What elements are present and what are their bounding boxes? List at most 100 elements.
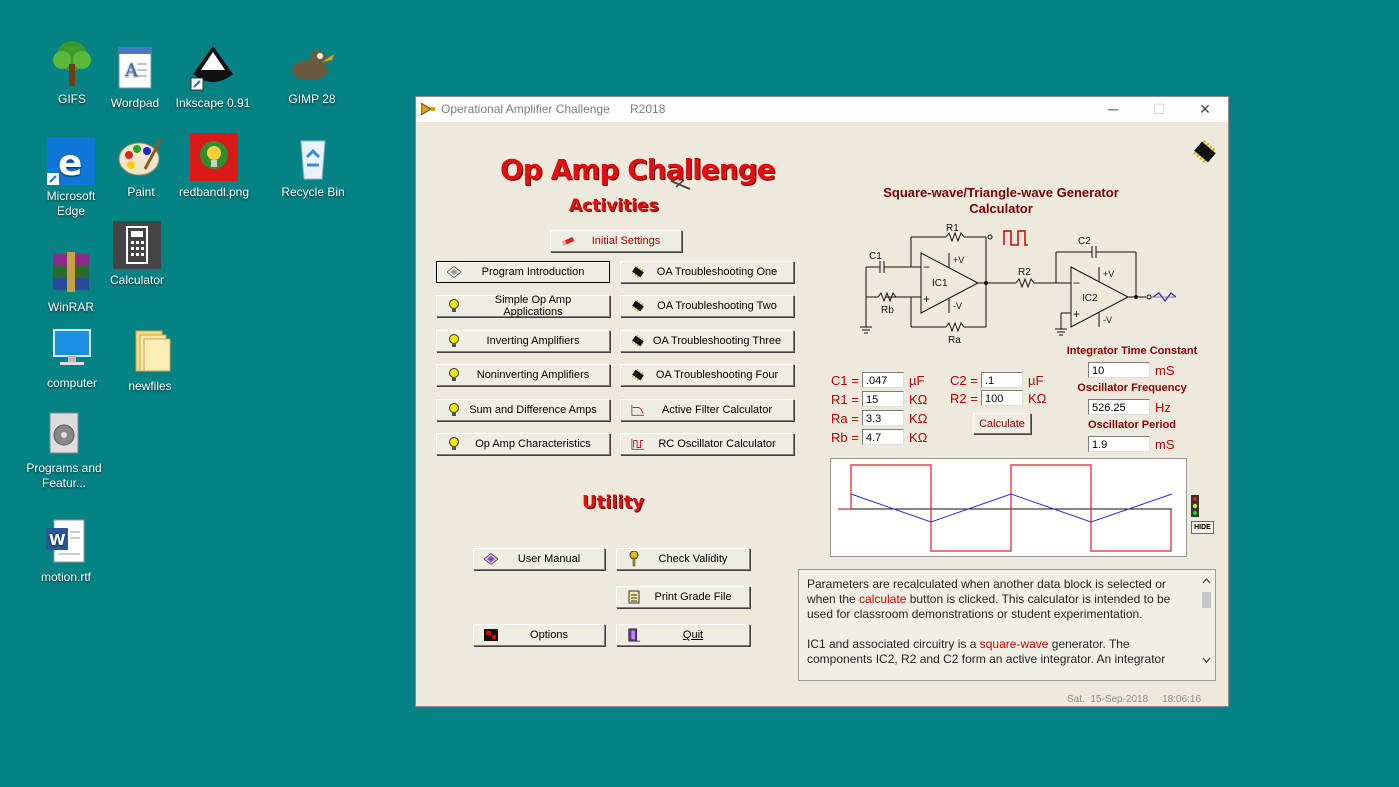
c1-input[interactable]: .047	[862, 372, 904, 388]
schematic-label-rb: Rb	[881, 305, 894, 316]
desktop-icon-winrar[interactable]: WinRAR	[33, 248, 109, 315]
desktop-icon-newfiles[interactable]: newfiles	[112, 327, 188, 394]
simple-op-amp-applications-button[interactable]: Simple Op Amp Applications	[436, 294, 610, 318]
desktop-icon-label: GIMP 28	[288, 92, 336, 106]
op-amp-characteristics-button[interactable]: Op Amp Characteristics	[436, 433, 610, 455]
desktop-icon-programs-features[interactable]: Programs and Featur...	[26, 409, 102, 491]
desktop-icon-wordpad[interactable]: A Wordpad	[97, 44, 173, 111]
desktop-icon-calculator[interactable]: Calculator	[99, 221, 175, 288]
description-scrollbar[interactable]	[1198, 570, 1215, 680]
desktop-icon-label: Recycle Bin	[281, 185, 345, 199]
rc-oscillator-calculator-button[interactable]: RC Oscillator Calculator	[620, 433, 794, 455]
integrator-time-constant-label: Integrator Time Constant	[1066, 345, 1198, 357]
scroll-thumb[interactable]	[1202, 592, 1211, 608]
maximize-icon: ☐	[1152, 101, 1166, 117]
desktop-icon-paint[interactable]: Paint	[103, 133, 179, 200]
active-filter-calculator-button[interactable]: Active Filter Calculator	[620, 399, 794, 421]
waveform-display	[830, 458, 1187, 557]
desktop-icon-redbandl[interactable]: redbandl.png	[176, 133, 252, 200]
r1-input[interactable]: 15	[862, 391, 904, 407]
chip-icon	[631, 368, 645, 382]
inverting-amplifiers-button[interactable]: Inverting Amplifiers	[436, 330, 610, 352]
oa-troubleshooting-two-button[interactable]: OA Troubleshooting Two	[620, 295, 794, 317]
c2-label: C2 =	[950, 373, 978, 388]
desktop-icon-recycle-bin[interactable]: Recycle Bin	[275, 133, 351, 200]
bulb-icon	[447, 368, 461, 382]
sum-and-difference-amps-button[interactable]: Sum and Difference Amps	[436, 399, 610, 421]
chip-icon	[631, 334, 645, 348]
chip-icon	[631, 299, 645, 313]
app-heading: Op Amp Challenge	[500, 153, 776, 186]
rb-unit: KΩ	[909, 430, 928, 445]
minimize-button[interactable]: ─	[1090, 97, 1136, 122]
close-button[interactable]: ✕	[1182, 97, 1228, 122]
r1-label: R1 =	[831, 392, 859, 407]
circuit-schematic: R1 C1 Rb Ra R2 C2 IC1 IC2 +V -V +V -V − …	[860, 223, 1176, 346]
program-introduction-button[interactable]: Program Introduction	[436, 261, 610, 283]
bulb-icon	[447, 437, 461, 451]
schematic-label-r2: R2	[1018, 267, 1031, 278]
description-textbox[interactable]: Parameters are recalculated when another…	[798, 569, 1216, 681]
activities-heading: Activities	[569, 196, 659, 216]
programs-features-icon	[40, 409, 88, 457]
bulb-icon	[447, 299, 461, 313]
ra-input[interactable]: 3.3	[862, 410, 904, 426]
bulb-icon	[447, 403, 461, 417]
calculator-title: Square-wave/Triangle-wave Generator Calc…	[883, 185, 1119, 216]
door-exit-icon	[627, 628, 641, 642]
edge-icon: e	[47, 137, 95, 185]
desktop-icon-gifs[interactable]: GIFS	[34, 40, 110, 107]
calculator-icon	[113, 221, 161, 269]
schematic-label-ic1: IC1	[932, 278, 948, 289]
desktop-icon-computer[interactable]: computer	[34, 324, 110, 391]
hide-button[interactable]: HIDE	[1191, 521, 1214, 534]
options-icon	[484, 628, 498, 642]
image-file-icon	[190, 133, 238, 181]
schematic-label-ic2-minus-v: -V	[1103, 315, 1112, 325]
c1-unit: µF	[909, 373, 925, 388]
oscillator-period-value: 1.9	[1088, 436, 1150, 452]
calculate-button[interactable]: Calculate	[973, 413, 1031, 434]
status-datetime: Sat. 15-Sep-2018 18:06:16	[1067, 694, 1201, 705]
desktop-icon-motion-rtf[interactable]: W motion.rtf	[28, 518, 104, 585]
integrator-time-constant-unit: mS	[1155, 363, 1175, 378]
title-bar[interactable]: Operational Amplifier Challenge R2018 ─ …	[416, 97, 1228, 122]
window-title: Operational Amplifier Challenge	[441, 102, 610, 116]
desktop-icon-label: WinRAR	[47, 300, 94, 314]
desktop-icon-inkscape[interactable]: Inkscape 0.91	[175, 44, 251, 111]
schematic-label-c1: C1	[869, 251, 882, 262]
schematic-label-ra: Ra	[948, 335, 961, 346]
schematic-label-ic2-plus-v: +V	[1103, 269, 1114, 279]
oa-troubleshooting-three-button[interactable]: OA Troubleshooting Three	[620, 330, 794, 352]
scroll-up-icon[interactable]	[1202, 578, 1211, 584]
oa-troubleshooting-one-button[interactable]: OA Troubleshooting One	[620, 261, 794, 283]
rb-input[interactable]: 4.7	[862, 429, 904, 445]
oa-troubleshooting-four-button[interactable]: OA Troubleshooting Four	[620, 364, 794, 386]
scroll-down-icon[interactable]	[1202, 657, 1211, 663]
options-button[interactable]: Options	[473, 624, 605, 646]
c1-label: C1 =	[831, 373, 859, 388]
traffic-light-icon	[1191, 495, 1199, 520]
user-manual-button[interactable]: User Manual	[473, 548, 605, 570]
maximize-button[interactable]: ☐	[1136, 97, 1182, 122]
r1-unit: KΩ	[909, 392, 928, 407]
desktop-icon-label: Programs and Featur...	[26, 461, 102, 490]
r2-unit: KΩ	[1028, 391, 1047, 406]
square-wave-trace	[838, 464, 1172, 552]
desktop-icon-label: Calculator	[109, 273, 165, 287]
initial-settings-button[interactable]: Initial Settings	[550, 230, 682, 252]
check-validity-button[interactable]: Check Validity	[616, 548, 750, 570]
desktop-icon-label: Wordpad	[110, 96, 160, 110]
desktop-icon-gimp[interactable]: GIMP 28	[274, 40, 350, 107]
quit-button[interactable]: Quit	[616, 624, 750, 646]
r2-input[interactable]: 100	[981, 390, 1023, 406]
paint-palette-icon	[117, 133, 165, 181]
print-grade-file-button[interactable]: Print Grade File	[616, 586, 750, 608]
desktop-icon-label: Inkscape 0.91	[175, 96, 251, 110]
c2-input[interactable]: .1	[981, 372, 1023, 388]
schematic-label-ic1-plus-v: +V	[953, 255, 964, 265]
noninverting-amplifiers-button[interactable]: Noninverting Amplifiers	[436, 364, 610, 386]
desktop-icon-edge[interactable]: e Microsoft Edge	[33, 137, 109, 219]
svg-text:e: e	[58, 143, 82, 184]
window-version: R2018	[630, 102, 666, 116]
